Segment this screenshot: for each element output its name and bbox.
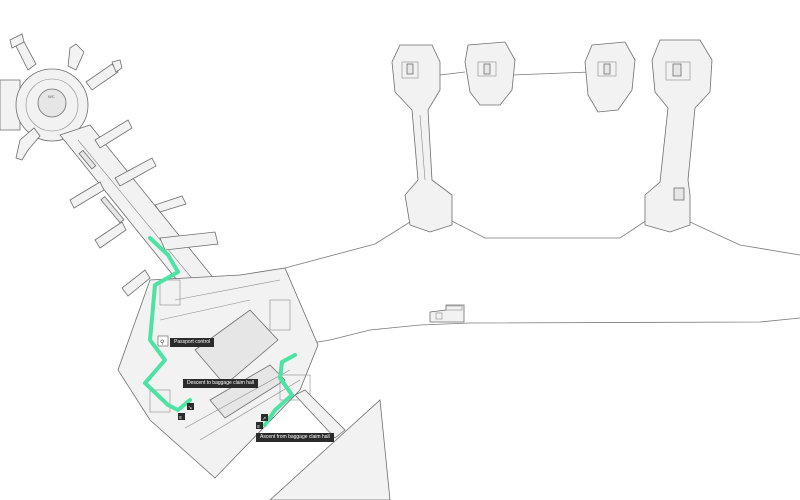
apron-building: [429, 304, 465, 323]
passport-control-label: Passport control: [170, 338, 215, 347]
svg-text:≡: ≡: [257, 424, 260, 430]
satellite-terminal: WC: [0, 33, 123, 161]
passport-control-icon: ⚲: [157, 335, 169, 347]
route-to-passport-control: [143, 236, 192, 412]
stairs-icon-2: ≡: [256, 422, 263, 430]
pier-north-1: [391, 44, 453, 233]
escalator-up-icon: ↗: [261, 414, 268, 422]
connector-bridge: [294, 389, 346, 439]
pier-concourse: [59, 119, 219, 297]
svg-text:↗: ↗: [262, 416, 266, 422]
svg-text:↘: ↘: [188, 405, 192, 411]
ascent-label: Ascent from baggage claim hall: [256, 433, 334, 442]
apron-structure: [269, 399, 391, 500]
svg-text:⚲: ⚲: [160, 339, 164, 346]
apron-boundary-lower: [299, 317, 800, 346]
pier-north-3: [584, 41, 636, 113]
svg-text:≡: ≡: [179, 415, 182, 421]
escalator-down-icon: ↘: [187, 403, 194, 411]
main-terminal: [117, 267, 319, 479]
pier-north-2: [464, 41, 516, 106]
stairs-icon: ≡: [178, 413, 185, 421]
svg-text:WC: WC: [48, 94, 55, 99]
route-ascent: [263, 353, 297, 427]
pier-north-4: [644, 39, 713, 233]
descent-label: Descent to baggage claim hall: [183, 379, 258, 388]
apron-boundary: [284, 214, 800, 269]
connector-line: [439, 71, 591, 76]
